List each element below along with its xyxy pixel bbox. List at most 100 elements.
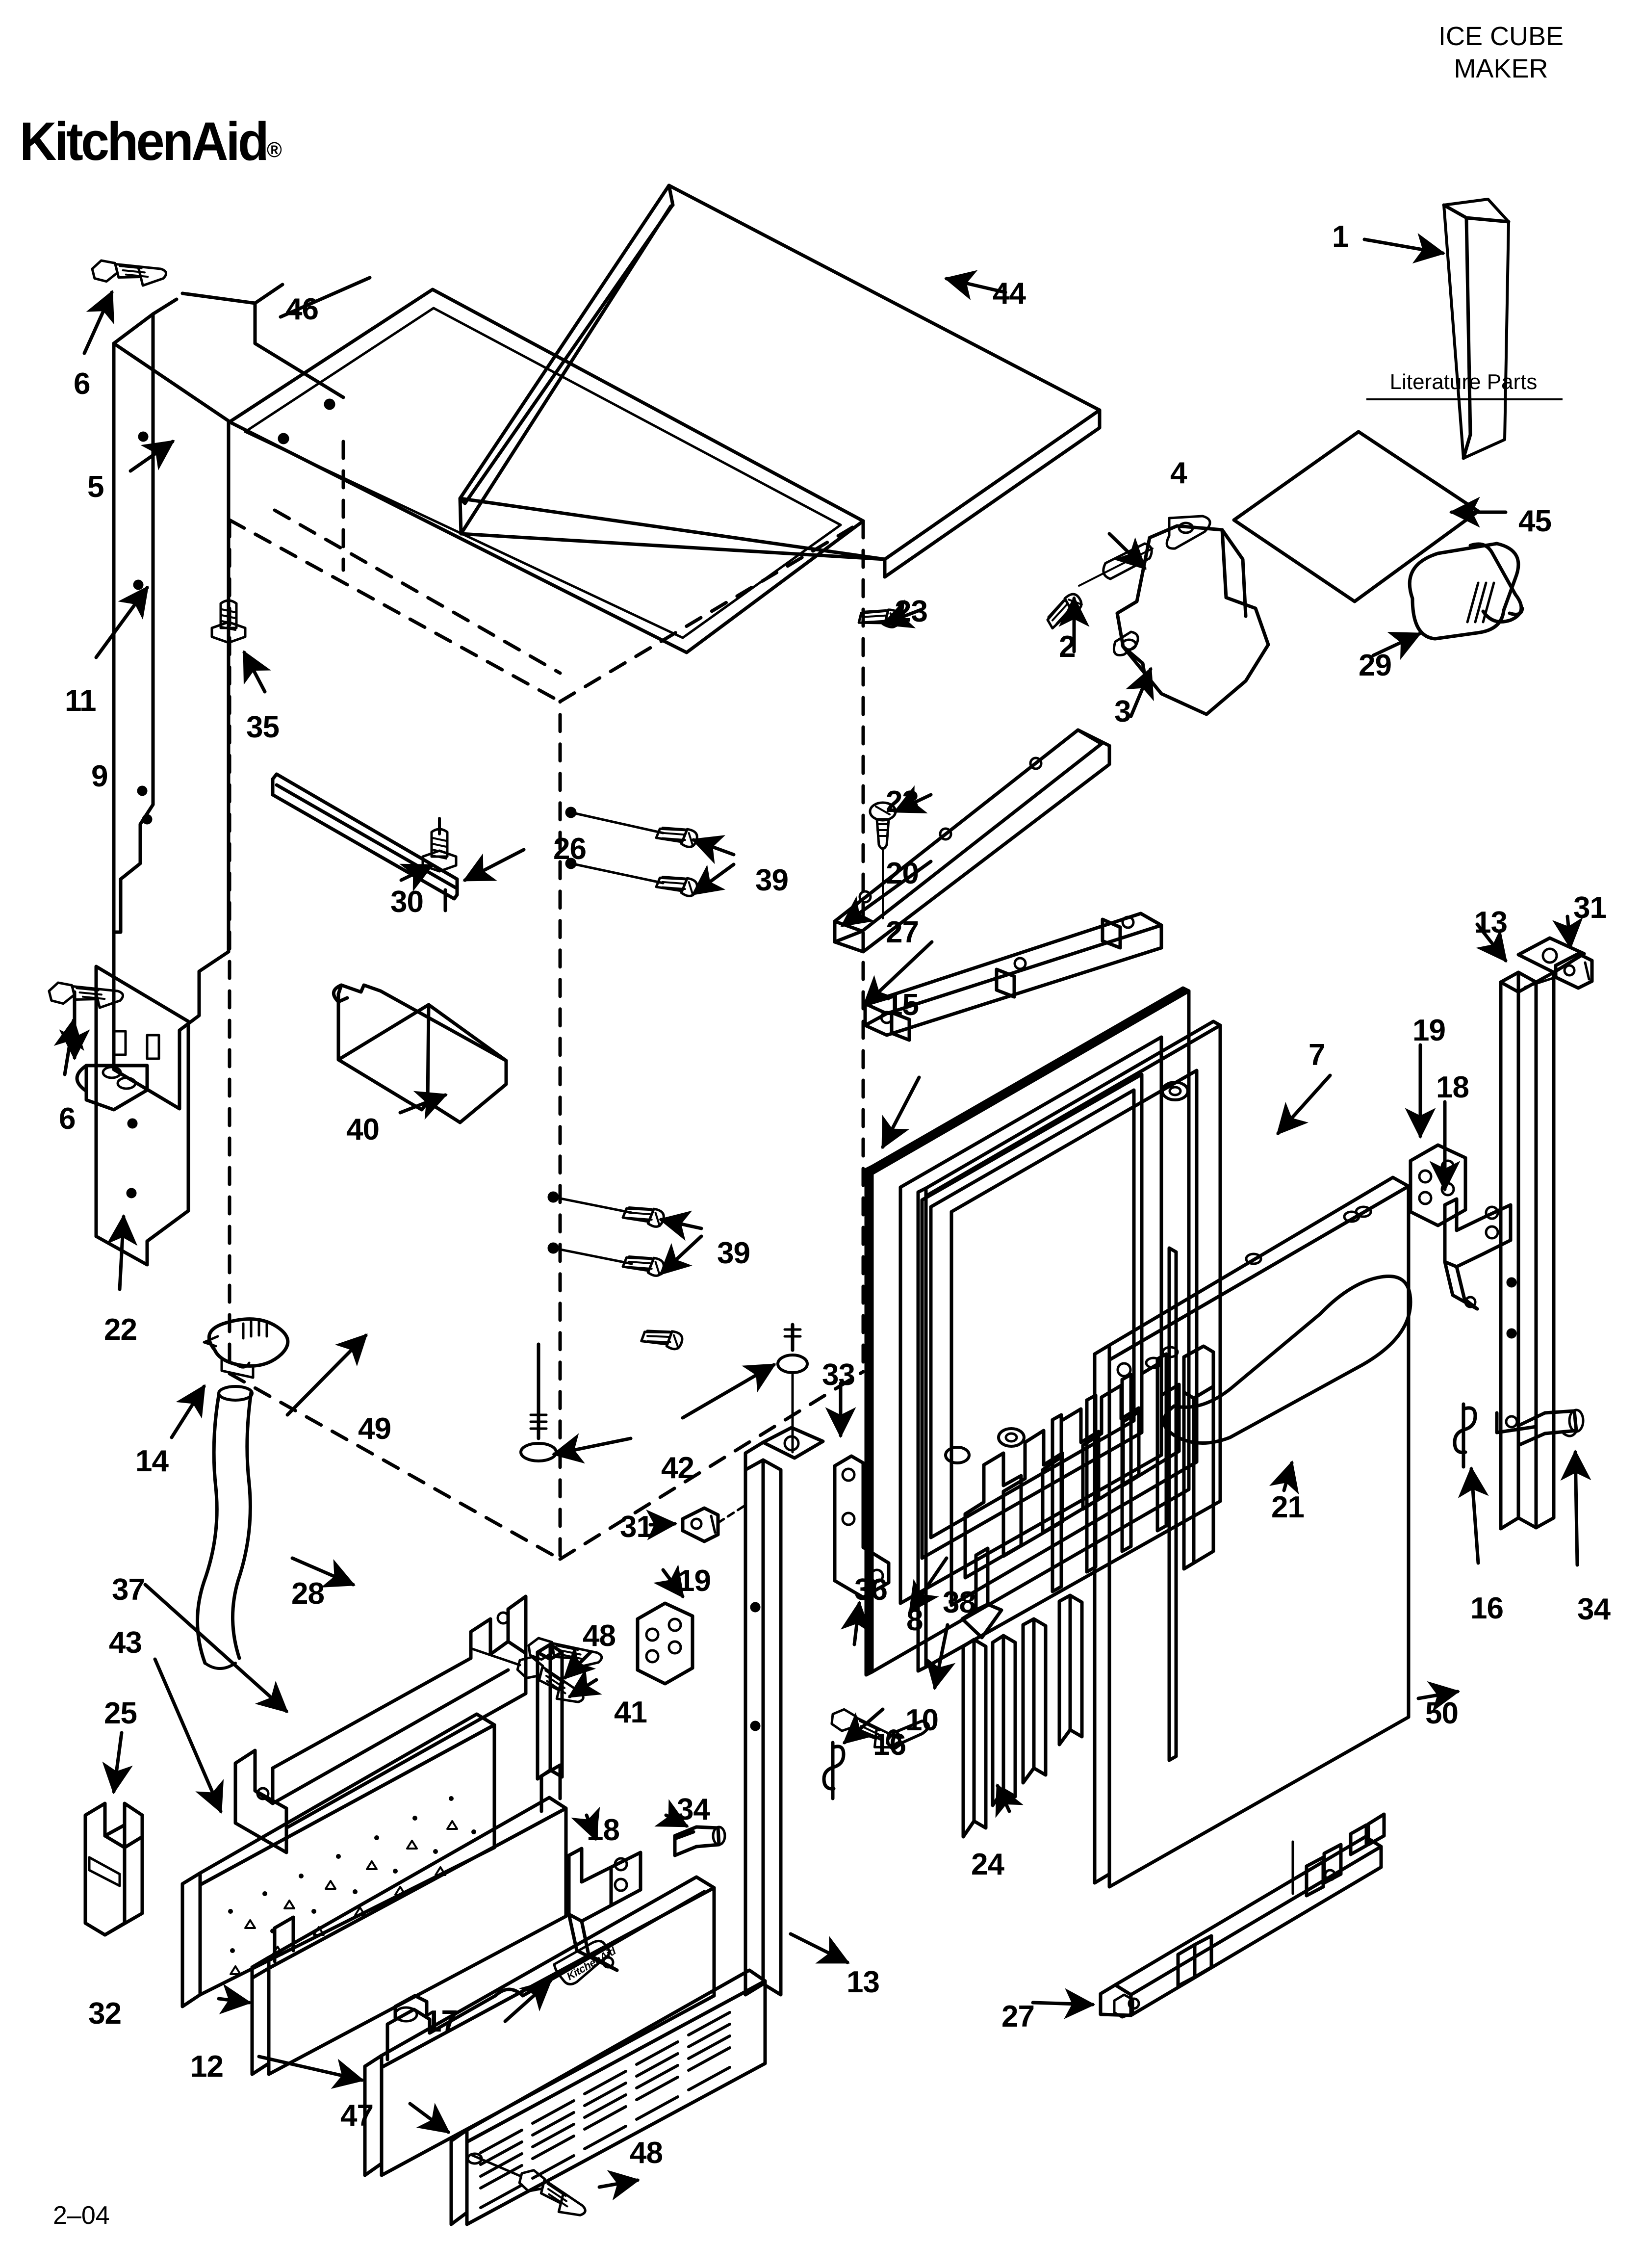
callout-top-panel: 44 bbox=[993, 277, 1026, 311]
part-graphic-roller-pin-34-left bbox=[654, 1799, 726, 1857]
callout-top-frame: 46 bbox=[285, 292, 319, 326]
callout-kick-panel-insulation: 12 bbox=[190, 2050, 224, 2084]
part-graphic-inner-panel-12 bbox=[257, 1875, 716, 2177]
callout-literature-booklet: 1 bbox=[1332, 220, 1349, 254]
part-graphic-door-panel-50 bbox=[1093, 1175, 1461, 1889]
page-title-line-1: ICE CUBE bbox=[1438, 22, 1564, 51]
callout-drain-hose: 28 bbox=[291, 1577, 325, 1611]
callout-base-frame-rail: 37 bbox=[112, 1573, 145, 1607]
callout-hinge-plate-right: 19 bbox=[1412, 1014, 1446, 1047]
callout-screws-lower: 39 bbox=[717, 1236, 750, 1270]
cabinet-hidden-outline bbox=[228, 440, 865, 1561]
callout-hinge-bracket-right: 18 bbox=[1436, 1070, 1469, 1104]
part-graphic-roller-pin-34-right bbox=[1495, 1408, 1591, 1567]
part-graphic-stop-pin-38 bbox=[886, 1623, 956, 1750]
part-graphic-post-13-left bbox=[744, 1426, 850, 1997]
callout-door-pin-sleeve: 8 bbox=[906, 1603, 923, 1637]
callout-roller-pin-left: 34 bbox=[677, 1793, 710, 1826]
callout-door-handle: 21 bbox=[1271, 1490, 1305, 1524]
part-graphic-side-panel-5 bbox=[112, 297, 179, 934]
part-graphic-cabinet-46 bbox=[180, 276, 865, 654]
callout-strike-bracket-left: 31 bbox=[620, 1510, 653, 1544]
part-graphic-door-inner-liner bbox=[916, 1019, 1222, 1673]
brand-logo: KitchenAid® bbox=[20, 110, 282, 173]
callout-nameplate: 17 bbox=[425, 2005, 458, 2038]
callout-corner-post-right: 13 bbox=[1474, 906, 1508, 939]
part-graphic-hinge-bracket-18-right bbox=[1429, 1100, 1513, 1311]
part-graphic-bolt-35 bbox=[212, 592, 271, 694]
callout-left-side-panel: 5 bbox=[87, 470, 104, 504]
part-graphic-screws-39-upper bbox=[565, 807, 736, 901]
part-graphic-clamp-14 bbox=[170, 1317, 290, 1439]
callout-grille-screw-lower: 48 bbox=[630, 2136, 663, 2170]
part-graphic-hinge-plate-19-left bbox=[636, 1564, 694, 1686]
part-graphic-strike-31-right bbox=[1524, 914, 1594, 990]
part-graphic-screws-39-lower bbox=[547, 1191, 703, 1281]
part-graphic-literature-1 bbox=[1362, 198, 1511, 460]
callout-leveling-screw: 33 bbox=[822, 1358, 855, 1392]
registered-trademark-symbol: ® bbox=[267, 138, 282, 162]
callout-kick-panel-front: 32 bbox=[88, 1997, 122, 2031]
part-graphic-door-gasket-15 bbox=[864, 986, 1191, 1677]
callout-grille-screw-upper: 48 bbox=[583, 1619, 616, 1653]
part-graphic-spring-clip-16-left bbox=[822, 1707, 885, 1800]
part-graphic-pointer-49 bbox=[285, 1333, 368, 1417]
literature-parts-underline bbox=[1366, 398, 1563, 400]
callout-rear-panel: 22 bbox=[104, 1313, 137, 1347]
callout-lower-rail: 27 bbox=[886, 915, 919, 949]
callout-trim-filler-strip: 41 bbox=[614, 1695, 647, 1729]
callout-screw-trough: 30 bbox=[390, 885, 424, 919]
callout-cabinet-liner: 49 bbox=[358, 1412, 391, 1446]
callout-strike-bracket-right: 31 bbox=[1573, 891, 1607, 925]
callout-screw-rail: 23 bbox=[886, 785, 919, 819]
part-graphic-screw-23-top bbox=[859, 599, 924, 632]
part-graphic-hinge-arm-36 bbox=[825, 1382, 891, 1646]
part-graphic-clip-29 bbox=[1371, 542, 1524, 660]
callout-hinge-bracket-left: 18 bbox=[587, 1813, 620, 1847]
callout-access-cover: 45 bbox=[1518, 504, 1552, 538]
part-graphic-access-cover-45 bbox=[1232, 430, 1508, 603]
callout-hex-head-screw-bottom: 6 bbox=[59, 1102, 76, 1136]
callout-drain-trough: 40 bbox=[346, 1113, 380, 1147]
part-graphic-kick-panel-32 bbox=[217, 1763, 568, 2076]
part-graphic-bottom-track-27 bbox=[1031, 1812, 1386, 2019]
callout-hex-head-screw-top: 6 bbox=[74, 367, 90, 401]
callout-screw-bracket: 2 bbox=[1059, 630, 1076, 664]
callout-hinge-arm: 36 bbox=[854, 1573, 888, 1607]
part-graphic-valve-bracket bbox=[1042, 515, 1270, 718]
brand-logo-text: KitchenAid bbox=[20, 111, 269, 172]
part-graphic-rear-panel-22 bbox=[94, 965, 190, 1291]
callout-corner-post-left: 13 bbox=[847, 1965, 880, 1999]
callout-base-insulation: 43 bbox=[109, 1626, 142, 1660]
part-graphic-screw-6-top bbox=[82, 246, 168, 355]
callout-bolt: 35 bbox=[246, 710, 280, 744]
part-graphic-spring-clip-16-right bbox=[1453, 1402, 1489, 1565]
part-graphic-pin-8 bbox=[830, 1556, 949, 1750]
part-graphic-rail-27 bbox=[862, 912, 1163, 1042]
part-graphic-screw-23-rail bbox=[870, 785, 933, 919]
callout-door-trim-strip: 10 bbox=[905, 1703, 939, 1737]
callout-screw-top: 23 bbox=[895, 595, 928, 628]
callout-screws-upper: 39 bbox=[755, 863, 789, 897]
callout-leveling-foot: 9 bbox=[91, 759, 108, 793]
part-graphic-rail-20 bbox=[833, 728, 1111, 954]
part-graphic-hinge-bracket-18-left bbox=[567, 1806, 642, 1972]
part-graphic-hose-28 bbox=[196, 1385, 356, 1670]
callout-grille: 47 bbox=[340, 2099, 374, 2133]
part-graphic-strike-31-left bbox=[646, 1504, 747, 1543]
callout-roller-pin-right: 34 bbox=[1577, 1592, 1611, 1626]
part-graphic-top-panel-44 bbox=[458, 183, 1102, 579]
part-graphic-screw-48-lower bbox=[469, 2153, 641, 2218]
part-graphic-post-13-right bbox=[1475, 922, 1586, 1531]
part-graphic-door-handle-21 bbox=[1162, 1274, 1412, 1495]
callout-hose-clamp: 14 bbox=[135, 1444, 169, 1478]
callout-water-line-clip: 29 bbox=[1359, 649, 1392, 682]
callout-end-cap: 25 bbox=[104, 1696, 137, 1730]
callout-water-valve-bracket: 3 bbox=[1114, 695, 1131, 729]
callout-upper-rail: 20 bbox=[886, 857, 919, 890]
page-title-line-2: MAKER bbox=[1454, 53, 1548, 83]
part-graphic-drain-trough-40 bbox=[332, 983, 508, 1124]
part-graphic-trim-24 bbox=[961, 1593, 1084, 1839]
